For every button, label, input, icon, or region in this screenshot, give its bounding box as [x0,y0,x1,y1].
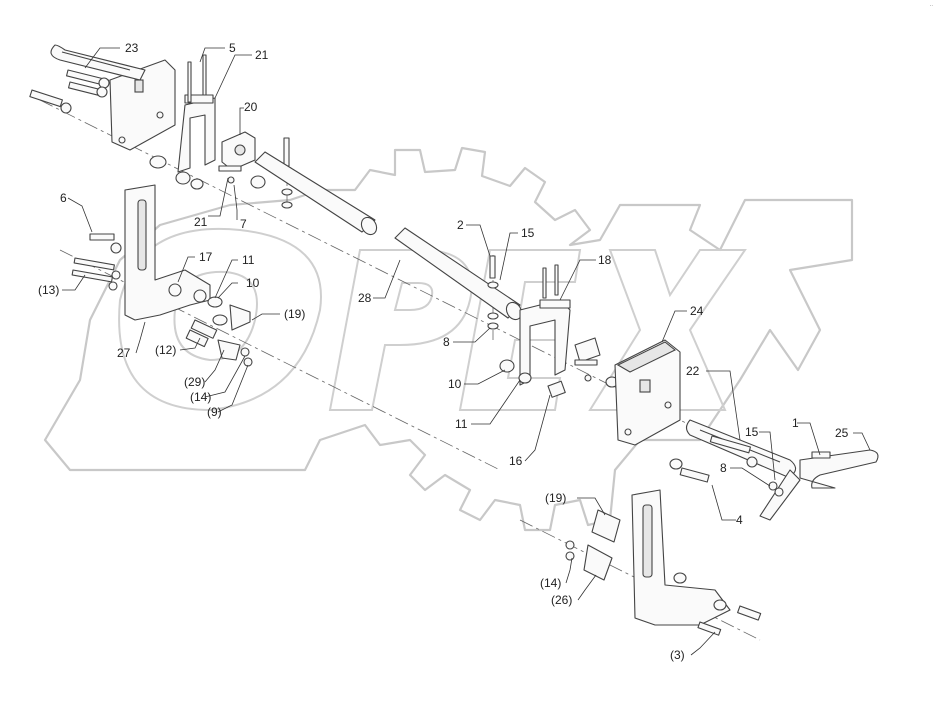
long-bolts-upper-left [29,69,110,114]
callout-26: (26) [551,593,572,607]
u-bracket-21-upper [177,94,216,173]
callout-17: 17 [199,250,213,264]
callout-15-right: 15 [745,425,759,439]
callout-19-upper: (19) [284,307,305,321]
clamp-block-20 [221,131,256,171]
bolt-4 [669,458,710,483]
callout-14-lower: (14) [540,576,561,590]
callout-20: 20 [244,100,258,114]
callout-8-right: 8 [720,461,727,475]
spring-and-pins-left [185,296,253,367]
callout-11-middle: 11 [455,417,468,431]
handle-25 [799,449,879,489]
bolts-left-arm [71,233,122,291]
callout-28: 28 [358,291,372,305]
callout-13: (13) [38,283,59,297]
callout-8-middle: 8 [443,335,450,349]
callout-29: (29) [184,375,205,389]
callout-11-left: 11 [242,253,255,267]
callout-labels: 23 5 21 20 6 21 7 17 11 10 (13) (19) 27 … [38,41,849,662]
bolt-2-and-washers [487,255,499,330]
callout-10-middle: 10 [448,377,462,391]
bushings-middle [499,359,619,398]
callout-14-upper: (14) [190,390,211,404]
callout-12: (12) [155,343,176,357]
callout-2: 2 [457,218,464,232]
u-bracket-18-middle [519,264,601,386]
slotted-arm-27-left [124,184,211,321]
callout-10-left: 10 [246,276,260,290]
callout-7: 7 [240,217,247,231]
tube-28 [254,151,523,321]
callout-27: 27 [117,346,131,360]
callout-19-lower: (19) [545,491,566,505]
callout-23: 23 [125,41,139,55]
slotted-arm-lower-right [631,489,762,636]
callout-16: 16 [509,454,523,468]
callout-18: 18 [598,253,612,267]
locking-pin-15 [759,469,801,521]
callout-25: 25 [835,426,849,440]
callout-3: (3) [670,648,685,662]
callout-9: (9) [207,405,222,419]
callout-5: 5 [229,41,236,55]
bolts-5 [187,54,207,103]
callout-6: 6 [60,191,67,205]
mounting-plate-23 [109,59,176,151]
mounting-plate-24 [614,339,681,446]
corner-mark: .. [929,2,933,8]
callout-21: 21 [255,48,269,62]
callout-4: 4 [736,513,743,527]
leader-lines [62,47,871,656]
callout-1: 1 [792,416,799,430]
slotted-link-arm [50,44,146,81]
callout-15-middle: 15 [521,226,535,240]
callout-22: 22 [686,364,700,378]
spring-and-plate-lower [565,509,621,581]
callout-21-lower: 21 [194,215,208,229]
slotted-link-22 [685,419,797,479]
bushings-upper [149,155,266,190]
callout-24: 24 [690,304,704,318]
assembly-axis-lines [39,70,801,641]
